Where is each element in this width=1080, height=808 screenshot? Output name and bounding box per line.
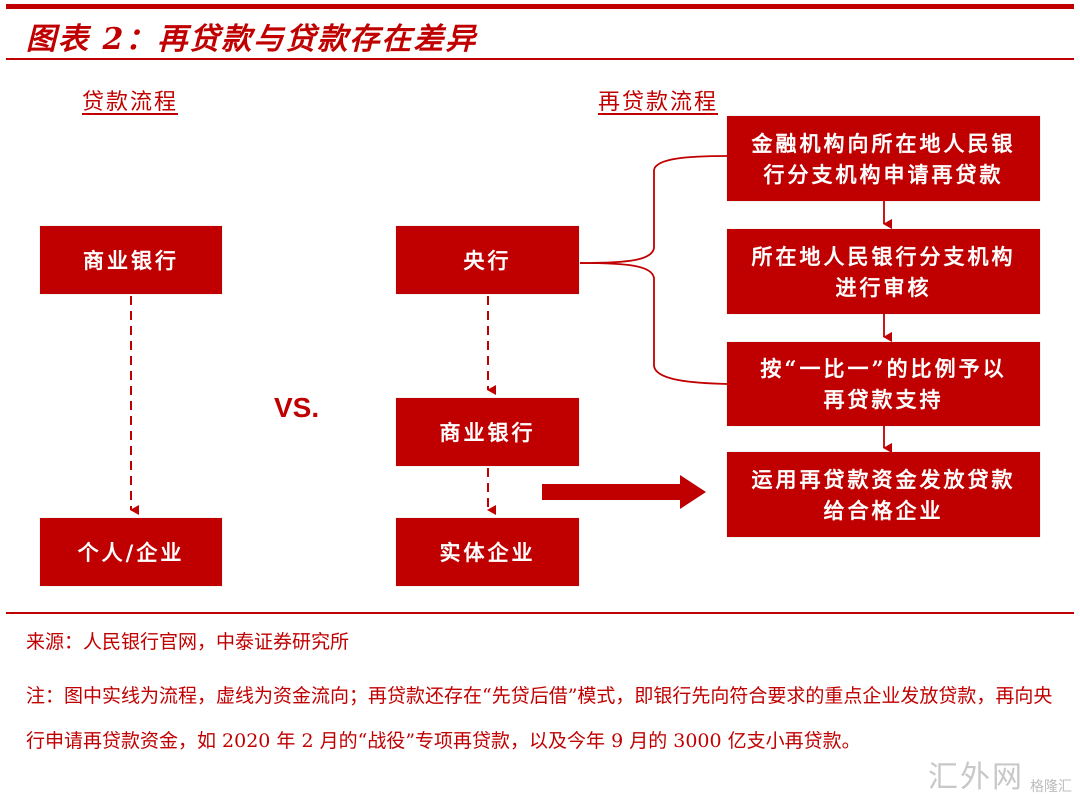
brace-connector: [579, 155, 728, 264]
brace-connector-lower: [579, 262, 728, 385]
note-text: 注：图中实线为流程，虚线为资金流向；再贷款还存在“先贷后借”模式，即银行先向符合…: [26, 685, 1053, 752]
big-right-arrow-icon: [542, 475, 706, 509]
figure-title: 图表 2：再贷款与贷款存在差异: [26, 22, 478, 57]
left-node-individual-enterprise: 个人/企业: [40, 518, 222, 586]
step-label-line: 给合格企业: [823, 497, 944, 523]
node-label: 商业银行: [83, 247, 179, 273]
step-label-line: 进行审核: [835, 274, 932, 300]
step-label-line: 金融机构向所在地人民银: [751, 130, 1016, 156]
title-rule: [6, 58, 1074, 60]
step-label-line: 行分支机构申请再贷款: [763, 161, 1004, 187]
node-label: 实体企业: [439, 539, 536, 565]
node-commercial-bank: 商业银行: [396, 398, 579, 466]
relending-process-heading: 再贷款流程: [598, 90, 719, 115]
vs-label: VS.: [274, 392, 320, 423]
step-one-to-one-support: 按“一比一”的比例予以 再贷款支持: [727, 342, 1040, 426]
watermark-sub: 格隆汇: [1030, 779, 1072, 795]
step-label-line: 再贷款支持: [823, 387, 944, 412]
node-label: 央行: [463, 247, 512, 273]
watermark-group: 汇外网 格隆汇: [928, 760, 1072, 796]
watermark: 汇外网: [928, 760, 1024, 795]
step-label-line: 所在地人民银行分支机构: [751, 243, 1016, 269]
node-label: 个人/企业: [77, 539, 185, 565]
node-label: 商业银行: [439, 419, 536, 445]
left-node-commercial-bank: 商业银行: [40, 226, 222, 294]
step-issue-loans: 运用再贷款资金发放贷款 给合格企业: [727, 452, 1040, 537]
step-label-line: 按“一比一”的比例予以: [760, 356, 1007, 381]
top-rule: [6, 4, 1074, 9]
loan-process-heading: 贷款流程: [82, 90, 179, 115]
node-central-bank: 央行: [396, 226, 579, 294]
source-text: 来源：人民银行官网，中泰证券研究所: [26, 631, 350, 653]
bottom-rule: [6, 612, 1074, 614]
step-label-line: 运用再贷款资金发放贷款: [751, 466, 1016, 492]
step-apply-relending: 金融机构向所在地人民银 行分支机构申请再贷款: [727, 116, 1040, 201]
step-review: 所在地人民银行分支机构 进行审核: [727, 229, 1040, 314]
node-real-enterprise: 实体企业: [396, 518, 579, 586]
